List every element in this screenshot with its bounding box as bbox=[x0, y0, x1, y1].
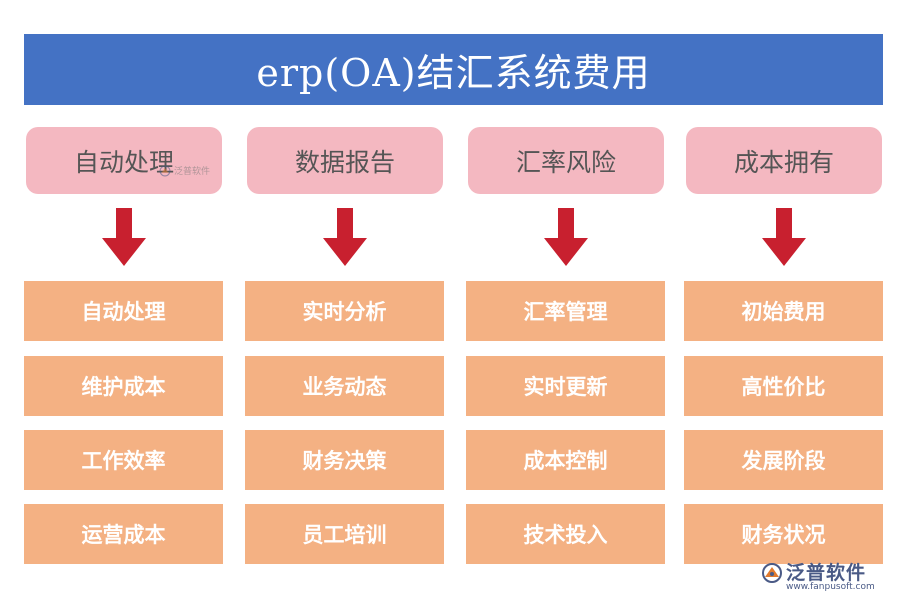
item-label: 实时分析 bbox=[302, 299, 387, 324]
column-header: 自动处理 bbox=[26, 127, 222, 194]
column-header: 数据报告 bbox=[247, 127, 443, 194]
fanpu-logo-icon bbox=[762, 563, 782, 583]
item-box: 实时分析 bbox=[245, 281, 444, 341]
item-box: 业务动态 bbox=[245, 356, 444, 416]
watermark-url: www.fanpusoft.com bbox=[786, 582, 875, 592]
down-arrow-icon bbox=[323, 208, 367, 266]
down-arrow-icon bbox=[544, 208, 588, 266]
item-label: 维护成本 bbox=[81, 374, 166, 399]
item-box: 初始费用 bbox=[684, 281, 883, 341]
column-header-label: 成本拥有 bbox=[733, 147, 834, 177]
item-box: 财务状况 bbox=[684, 504, 883, 564]
item-box: 技术投入 bbox=[466, 504, 665, 564]
item-label: 财务状况 bbox=[741, 522, 826, 547]
column-header-label: 数据报告 bbox=[294, 147, 395, 177]
item-box: 员工培训 bbox=[245, 504, 444, 564]
column-4: 成本拥有 初始费用 高性价比 发展阶段 财务状况 bbox=[684, 0, 883, 600]
item-label: 自动处理 bbox=[81, 299, 166, 324]
item-label: 实时更新 bbox=[523, 374, 608, 399]
watermark: 泛普软件 www.fanpusoft.com bbox=[758, 558, 888, 594]
column-header: 成本拥有 bbox=[686, 127, 882, 194]
column-3: 汇率风险 汇率管理 实时更新 成本控制 技术投入 bbox=[466, 0, 665, 600]
item-label: 技术投入 bbox=[523, 522, 608, 547]
down-arrow-icon bbox=[102, 208, 146, 266]
column-header: 汇率风险 bbox=[468, 127, 664, 194]
item-label: 员工培训 bbox=[302, 522, 387, 547]
item-box: 财务决策 bbox=[245, 430, 444, 490]
fanpu-logo-icon bbox=[159, 165, 171, 176]
column-header-label: 自动处理 bbox=[73, 147, 174, 177]
item-box: 自动处理 bbox=[24, 281, 223, 341]
item-box: 维护成本 bbox=[24, 356, 223, 416]
item-label: 高性价比 bbox=[741, 374, 826, 399]
item-label: 成本控制 bbox=[523, 448, 608, 473]
column-header-label: 汇率风险 bbox=[515, 147, 616, 177]
item-box: 工作效率 bbox=[24, 430, 223, 490]
item-label: 业务动态 bbox=[302, 374, 387, 399]
item-box: 运营成本 bbox=[24, 504, 223, 564]
column-2: 数据报告 实时分析 业务动态 财务决策 员工培训 bbox=[245, 0, 444, 600]
item-label: 初始费用 bbox=[741, 299, 826, 324]
item-label: 发展阶段 bbox=[741, 448, 826, 473]
watermark-small: 泛普软件 bbox=[158, 164, 210, 177]
title-bar: erp(OA)结汇系统费用 bbox=[24, 34, 883, 105]
watermark-brand: 泛普软件 bbox=[786, 562, 867, 584]
down-arrow-icon bbox=[762, 208, 806, 266]
item-label: 汇率管理 bbox=[523, 299, 608, 324]
item-box: 汇率管理 bbox=[466, 281, 665, 341]
item-box: 实时更新 bbox=[466, 356, 665, 416]
item-box: 成本控制 bbox=[466, 430, 665, 490]
item-box: 高性价比 bbox=[684, 356, 883, 416]
diagram-title: erp(OA)结汇系统费用 bbox=[256, 51, 651, 95]
item-label: 运营成本 bbox=[81, 522, 166, 547]
item-label: 财务决策 bbox=[302, 448, 387, 473]
item-box: 发展阶段 bbox=[684, 430, 883, 490]
watermark-small-text: 泛普软件 bbox=[174, 167, 211, 177]
item-label: 工作效率 bbox=[81, 448, 166, 473]
column-1: 自动处理 自动处理 维护成本 工作效率 运营成本 bbox=[24, 0, 223, 600]
